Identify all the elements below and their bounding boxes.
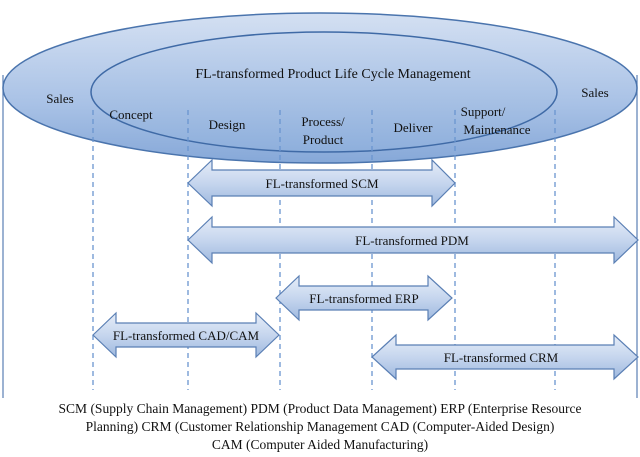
caption-line: CAM (Computer Aided Manufacturing) (211, 437, 429, 452)
arrow-crm-label: FL-transformed CRM (444, 350, 559, 365)
ellipse-title: FL-transformed Product Life Cycle Manage… (195, 67, 470, 82)
arrow-crm (371, 333, 639, 381)
figure-caption: SCM (Supply Chain Management) PDM (Produ… (0, 400, 640, 454)
stage-design: Design (209, 117, 246, 132)
arrow-erp (275, 274, 453, 322)
stage-deliver: Deliver (394, 120, 434, 135)
arrow-scm (187, 158, 456, 208)
arrow-pdm (187, 215, 639, 265)
stage-support-line2: Maintenance (463, 122, 530, 137)
caption-line: SCM (Supply Chain Management) PDM (Produ… (58, 401, 582, 416)
stage-process-line1: Process/ (301, 114, 345, 129)
arrow-cadcam-label: FL-transformed CAD/CAM (113, 328, 260, 343)
stage-concept: Concept (109, 107, 153, 122)
arrow-pdm-label: FL-transformed PDM (355, 233, 469, 248)
outer-label-left: Sales (46, 91, 73, 106)
stage-support-line1: Support/ (461, 104, 506, 119)
inner-ellipse (90, 31, 558, 153)
outer-label-right: Sales (581, 85, 608, 100)
arrow-cadcam (92, 311, 280, 359)
arrow-scm-label: FL-transformed SCM (265, 176, 378, 191)
diagram-canvas: FL-transformed Product Life Cycle Manage… (2, 12, 639, 398)
caption-line: Planning) CRM (Customer Relationship Man… (85, 419, 555, 434)
stage-process-line2: Product (303, 132, 344, 147)
arrow-erp-label: FL-transformed ERP (309, 291, 418, 306)
